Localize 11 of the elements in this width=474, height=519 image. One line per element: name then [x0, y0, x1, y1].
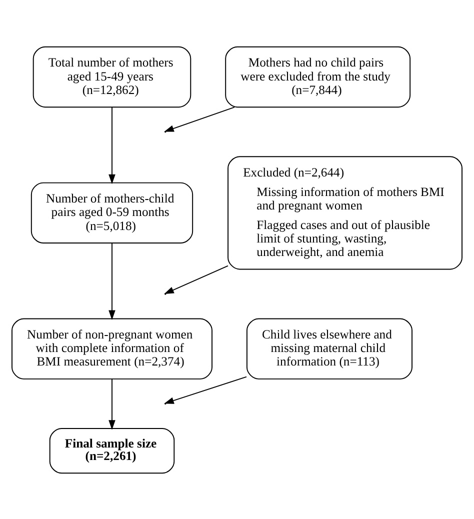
node-box: Child lives elsewhere and missing maternal child information (n=113) [246, 318, 412, 379]
arrow [108, 242, 116, 320]
node-box: Number of mothers-child pairs aged 0-59 months (n=5,018) [30, 182, 194, 243]
node-box: Number of non-pregnant women with complete information of BMI measurement (n=2,374) [12, 318, 212, 379]
node-box: Excluded (n=2,644) Missing information of mothers BMI and pregnant women Flagged cases and out of plausible limit of stunting, wasting, underweight, and anemia [228, 156, 462, 270]
node-box: Total number of mothers aged 15-49 years (n=12,862) [32, 46, 192, 108]
node-box: Final sample size (n=2,261) [49, 427, 175, 474]
arrow [108, 106, 116, 184]
arrow [164, 376, 247, 404]
node-box: Mothers had no child pairs were excluded from the study (n=7,844) [225, 46, 411, 108]
arrow [108, 378, 116, 430]
